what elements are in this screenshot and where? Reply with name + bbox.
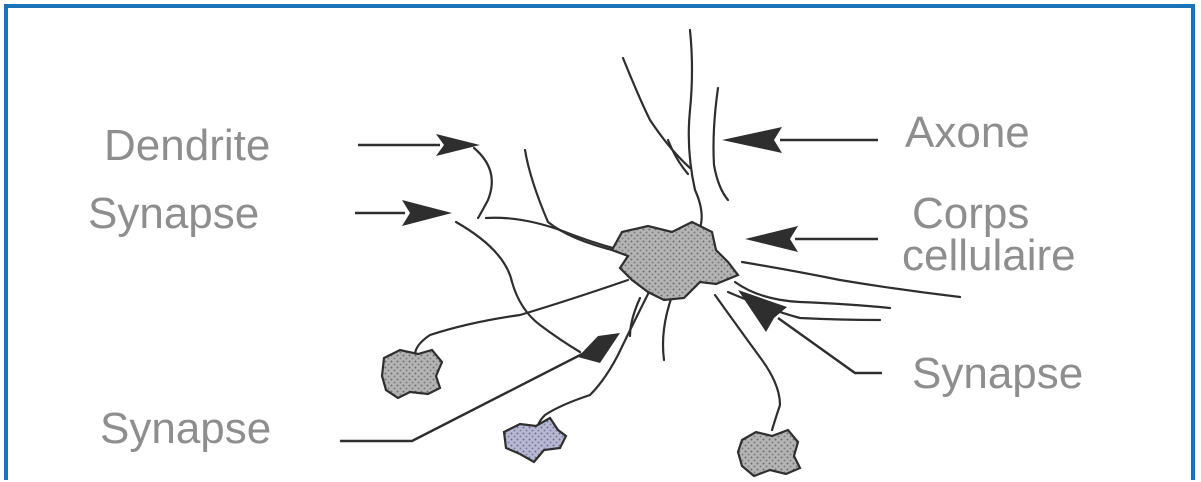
terminal-cell-left: [382, 350, 442, 398]
label-axone: Axone: [905, 108, 1030, 157]
arrow-axone: [722, 127, 878, 153]
label-synapse-left: Synapse: [88, 189, 259, 238]
arrow-corps: [745, 226, 878, 252]
label-dendrite: Dendrite: [104, 121, 270, 170]
arrow-dendrite: [358, 134, 480, 156]
label-cellulaire: cellulaire: [902, 231, 1076, 280]
terminal-cell-bottom: [504, 418, 566, 462]
terminal-cell-right: [738, 430, 800, 476]
label-synapse-right: Synapse: [912, 349, 1083, 398]
label-synapse-bottom: Synapse: [100, 404, 271, 453]
cell-body: [612, 222, 738, 300]
arrow-synapse-left: [355, 200, 452, 226]
axon-branches: [623, 30, 728, 228]
arrow-synapse-bottom: [340, 333, 620, 441]
